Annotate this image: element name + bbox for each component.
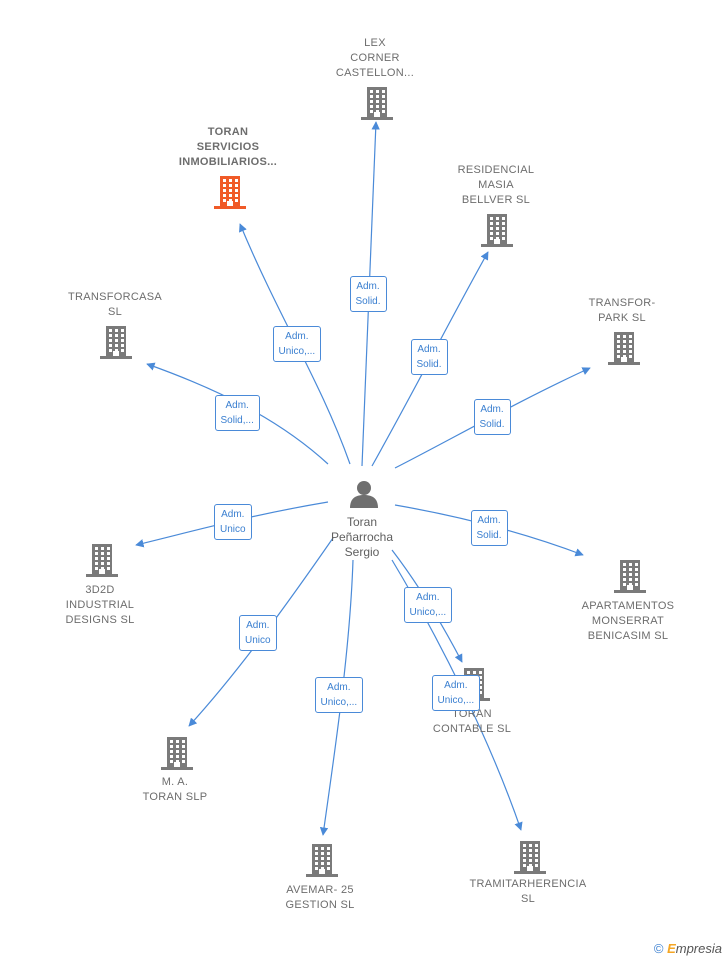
role-tag-transforpark[interactable]: Adm. Solid. [473, 399, 511, 435]
company-label-toran-contable[interactable]: TORAN CONTABLE SL [432, 708, 512, 735]
company-label-residencial[interactable]: RESIDENCIAL MASIA BELLVER SL [457, 164, 535, 206]
role-tag-toran-contable[interactable]: Adm. Unico,... [403, 587, 453, 623]
building-icon[interactable] [161, 737, 193, 770]
copyright-brand: © Empresia [654, 941, 722, 956]
role-tag-transforcasa[interactable]: Adm. Solid,... [214, 395, 260, 431]
role-tag-residencial[interactable]: Adm. Solid. [410, 339, 448, 375]
building-icon[interactable] [214, 176, 246, 209]
company-label-transforcasa[interactable]: TRANSFORCASA SL [67, 291, 163, 318]
building-icon[interactable] [614, 560, 646, 593]
company-label-apartamentos[interactable]: APARTAMENTOS MONSERRAT BENICASIM SL [581, 600, 675, 642]
building-icon[interactable] [514, 841, 546, 874]
role-tag-toran-servicios[interactable]: Adm. Unico,... [272, 326, 322, 362]
building-icon[interactable] [481, 214, 513, 247]
role-tag-avemar[interactable]: Adm. Unico,... [314, 677, 364, 713]
building-icon[interactable] [100, 326, 132, 359]
company-label-ma-toran[interactable]: M. A. TORAN SLP [142, 776, 208, 803]
role-tag-3d2d[interactable]: Adm. Unico [214, 504, 252, 540]
role-tag-ma-toran[interactable]: Adm. Unico [239, 615, 277, 651]
company-label-avemar[interactable]: AVEMAR- 25 GESTION SL [285, 884, 355, 911]
role-tag-tramitar[interactable]: Adm. Unico,... [431, 675, 481, 711]
person-icon [350, 481, 378, 508]
role-tag-apartamentos[interactable]: Adm. Solid. [470, 510, 508, 546]
copyright-icon: © [653, 941, 664, 956]
building-icon[interactable] [608, 332, 640, 365]
role-tag-lex[interactable]: Adm. Solid. [349, 276, 387, 312]
building-icon[interactable] [306, 844, 338, 877]
building-icon[interactable] [86, 544, 118, 577]
building-icon[interactable] [361, 87, 393, 120]
company-label-lex[interactable]: LEX CORNER CASTELLON... [335, 37, 415, 79]
company-label-toran-servicios[interactable]: TORAN SERVICIOS INMOBILIARIOS... [178, 126, 278, 168]
company-label-3d2d[interactable]: 3D2D INDUSTRIAL DESIGNS SL [65, 584, 135, 626]
brand-logo: Empresia [667, 941, 722, 956]
company-label-tramitar[interactable]: TRAMITARHERENCIA SL [469, 878, 587, 905]
company-label-transforpark[interactable]: TRANSFOR- PARK SL [588, 297, 656, 324]
person-name[interactable]: Toran Peñarrocha Sergio [330, 515, 394, 559]
